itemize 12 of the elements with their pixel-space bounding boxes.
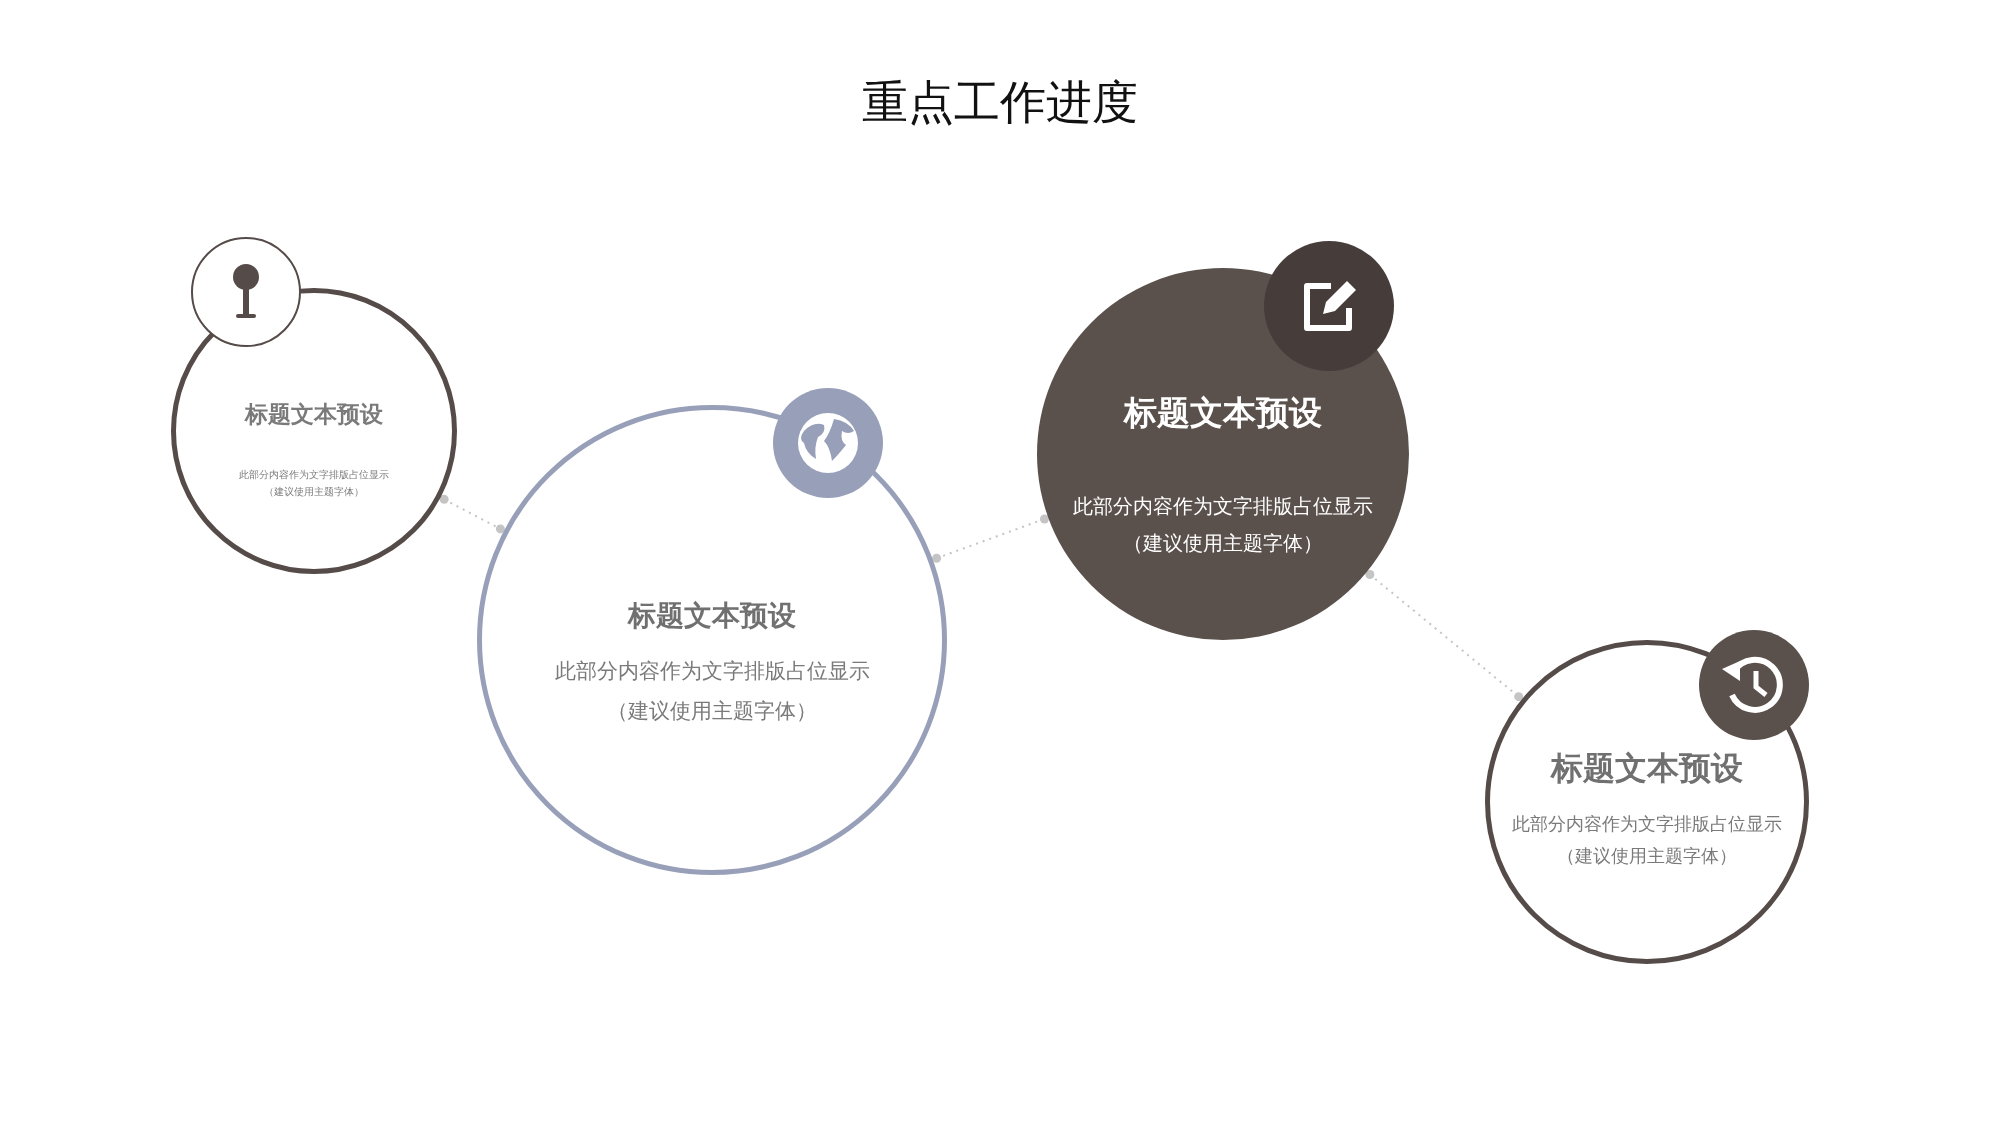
dotted-connector bbox=[439, 494, 505, 534]
dotted-connector bbox=[1365, 570, 1524, 702]
title: 重点工作进度 bbox=[861, 74, 1139, 131]
circle-heading: 标题文本预设 bbox=[245, 399, 383, 429]
dotted-connector bbox=[932, 514, 1049, 563]
circle-heading: 标题文本预设 bbox=[1551, 748, 1743, 789]
circle-text: 此部分内容作为文字排版占位显示（建议使用主题字体） bbox=[238, 468, 390, 499]
circle-text: 此部分内容作为文字排版占位显示（建议使用主题字体） bbox=[553, 658, 871, 725]
circle-heading: 标题文本预设 bbox=[1124, 391, 1322, 434]
circle-text: 此部分内容作为文字排版占位显示（建议使用主题字体） bbox=[1511, 811, 1783, 868]
circle-text: 此部分内容作为文字排版占位显示（建议使用主题字体） bbox=[1072, 493, 1374, 557]
circle-heading: 标题文本预设 bbox=[628, 598, 796, 634]
